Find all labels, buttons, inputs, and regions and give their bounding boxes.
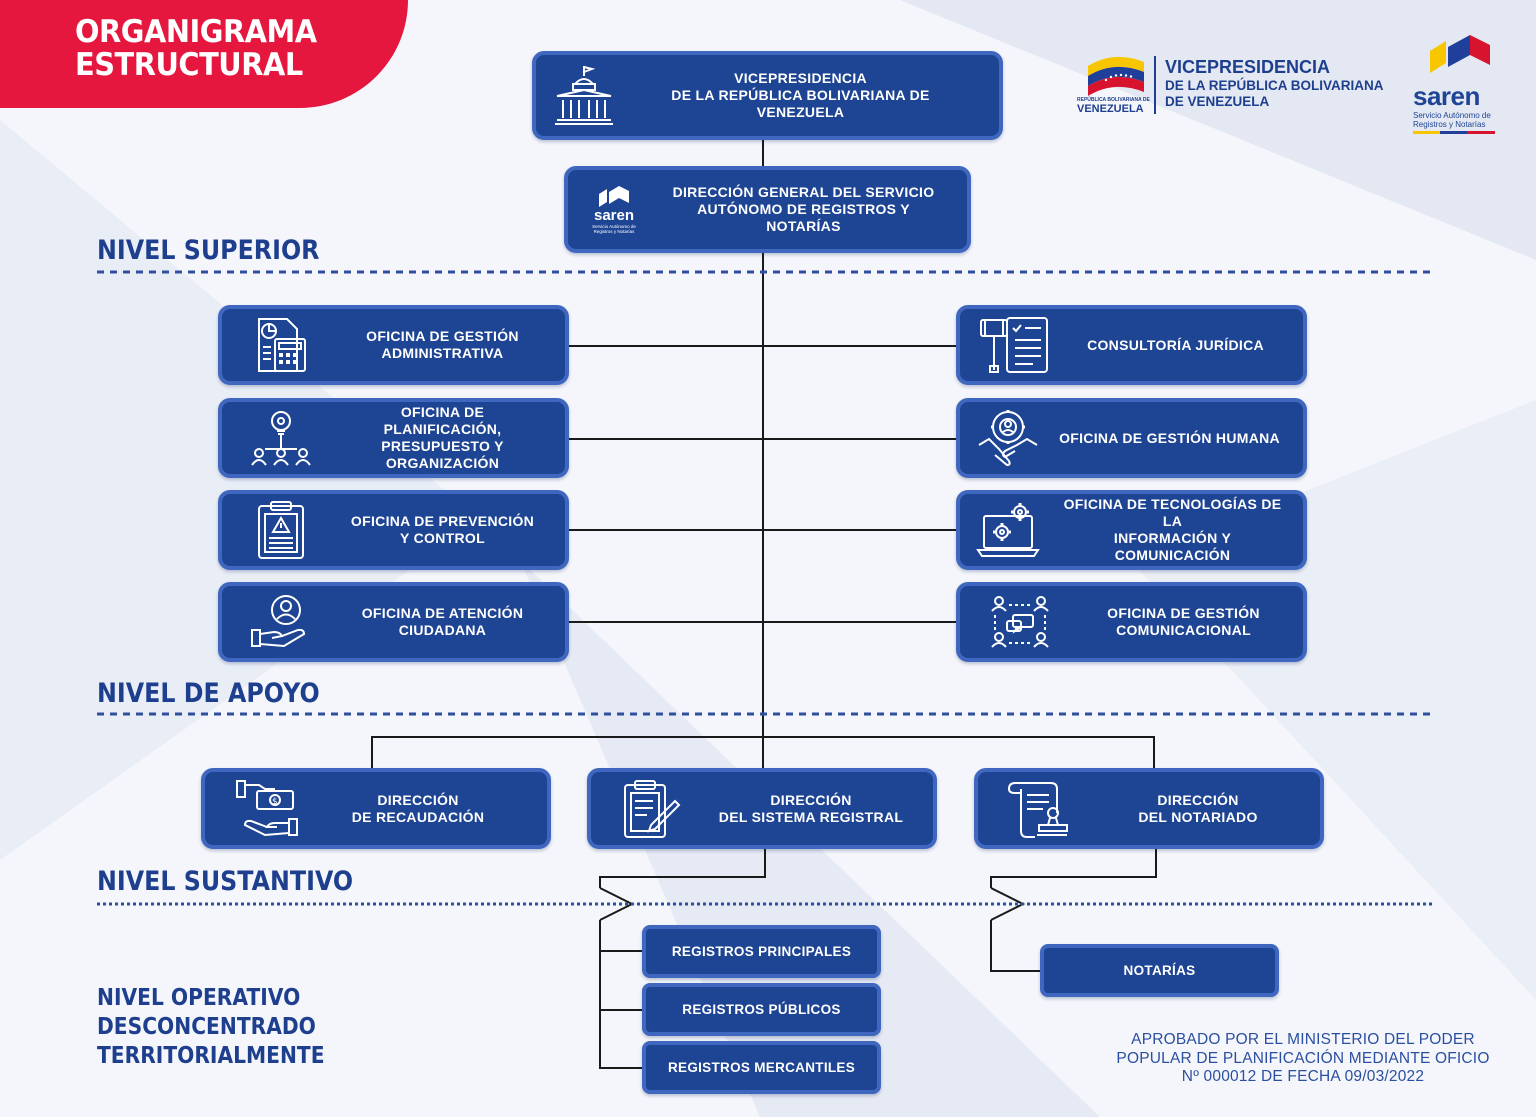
registros-mercantiles-label: REGISTROS MERCANTILES [667,1060,856,1075]
registros-publicos-label: REGISTROS PÚBLICOS [682,1002,841,1017]
saren-tricolor-bar [1413,131,1495,134]
saren-wordmark: saren [1413,81,1480,111]
saren-mark-icon [1430,35,1490,73]
vicepresidencia-box: VICEPRESIDENCIA DE LA REPÚBLICA BOLIVARI… [532,51,1003,140]
oficina-planificacion-label: OFICINA DE PLANIFICACIÓN, PRESUPUESTO Y … [381,404,504,471]
notarias-label: NOTARÍAS [1123,963,1196,978]
title-banner [0,0,408,108]
flag-country: VENEZUELA [1077,103,1144,115]
calculator-document-icon [222,317,340,373]
logo-divider [1154,56,1156,114]
money-hand-icon: $ [205,779,329,839]
saren-mini-logo: saren Servicio Autónomo de Registros y N… [568,185,660,234]
planning-people-icon [222,409,340,467]
oficina-tecnologias-box: OFICINA DE TECNOLOGÍAS DE LA INFORMACIÓN… [956,490,1307,570]
oficina-tecnologias-label: OFICINA DE TECNOLOGÍAS DE LA INFORMACIÓN… [1063,496,1282,563]
oficina-gestion-humana-label: OFICINA DE GESTIÓN HUMANA [1059,429,1280,446]
scroll-stamp-icon [978,779,1098,839]
clipboard-pen-icon [591,779,711,839]
direccion-general-box: saren Servicio Autónomo de Registros y N… [564,166,971,253]
people-chat-icon [960,593,1080,651]
direccion-notariado-box: DIRECCIÓN DEL NOTARIADO [974,768,1324,849]
oficina-planificacion-box: OFICINA DE PLANIFICACIÓN, PRESUPUESTO Y … [218,398,569,478]
direccion-sistema-registral-label: DIRECCIÓN DEL SISTEMA REGISTRAL [718,791,904,825]
oficina-gestion-administrativa-label: OFICINA DE GESTIÓN ADMINISTRATIVA [366,328,519,361]
consultoria-juridica-box: CONSULTORÍA JURÍDICA [956,305,1307,385]
direccion-recaudacion-label: DIRECCIÓN DE RECAUDACIÓN [351,791,485,825]
mini-logo-tagline: Servicio Autónomo de Registros y Notaría… [592,223,636,234]
oficina-prevencion-control-label: OFICINA DE PREVENCIÓN Y CONTROL [350,513,535,546]
svg-text:$: $ [272,797,278,807]
direccion-recaudacion-box: $ DIRECCIÓN DE RECAUDACIÓN [201,768,551,849]
vicepresidencia-label: VICEPRESIDENCIA DE LA REPÚBLICA BOLIVARI… [671,70,930,120]
level-sustantivo-label: NIVEL SUSTANTIVO [97,866,354,897]
hand-user-icon [222,594,340,650]
registros-publicos-box: REGISTROS PÚBLICOS [642,983,881,1036]
registros-principales-label: REGISTROS PRINCIPALES [671,944,852,959]
saren-logo: saren Servicio Autónomo de Registros y N… [1408,33,1508,137]
oficina-gestion-humana-box: OFICINA DE GESTIÓN HUMANA [956,398,1307,478]
venezuela-flag-icon [1088,56,1144,96]
vp-title: VICEPRESIDENCIA [1165,57,1331,77]
saren-mini-mark-icon [599,185,629,207]
level-apoyo-label: NIVEL DE APOYO [97,678,320,709]
clipboard-warning-icon [222,500,340,560]
page-title: ORGANIGRAMA ESTRUCTURAL [75,14,317,83]
direccion-notariado-label: DIRECCIÓN DEL NOTARIADO [1138,791,1258,825]
saren-tagline: Servicio Autónomo de Registros y Notaría… [1413,111,1491,129]
notarias-box: NOTARÍAS [1040,944,1279,997]
oficina-gestion-comunicacional-box: OFICINA DE GESTIÓN COMUNICACIONAL [956,582,1307,662]
level-superior-label: NIVEL SUPERIOR [97,235,320,266]
gavel-document-icon [960,316,1068,374]
laptop-gear-icon [960,502,1056,558]
oficina-gestion-administrativa-box: OFICINA DE GESTIÓN ADMINISTRATIVA [218,305,569,385]
level-operativo-label: NIVEL OPERATIVO DESCONCENTRADO TERRITORI… [97,985,325,1069]
handshake-gear-icon [960,409,1056,467]
flag-caption: REPÚBLICA BOLIVARIANA DE [1077,97,1150,103]
registros-mercantiles-box: REGISTROS MERCANTILES [642,1041,881,1094]
vicepresidencia-logo: REPÚBLICA BOLIVARIANA DE VENEZUELA VICEP… [1076,50,1386,120]
oficina-prevencion-control-box: OFICINA DE PREVENCIÓN Y CONTROL [218,490,569,570]
mini-logo-word: saren [593,206,635,224]
oficina-gestion-comunicacional-label: OFICINA DE GESTIÓN COMUNICACIONAL [1107,605,1260,638]
vp-subtitle: DE LA REPÚBLICA BOLIVARIANA DE VENEZUELA [1165,78,1384,109]
approval-note: APROBADO POR EL MINISTERIO DEL PODER POP… [1116,1031,1490,1085]
oficina-atencion-ciudadana-box: OFICINA DE ATENCIÓN CIUDADANA [218,582,569,662]
oficina-atencion-ciudadana-label: OFICINA DE ATENCIÓN CIUDADANA [361,605,524,638]
registros-principales-box: REGISTROS PRINCIPALES [642,925,881,978]
government-building-icon [536,64,632,128]
direccion-sistema-registral-box: DIRECCIÓN DEL SISTEMA REGISTRAL [587,768,937,849]
consultoria-juridica-label: CONSULTORÍA JURÍDICA [1087,336,1264,353]
direccion-general-label: DIRECCIÓN GENERAL DEL SERVICIO AUTÓNOMO … [672,184,935,234]
